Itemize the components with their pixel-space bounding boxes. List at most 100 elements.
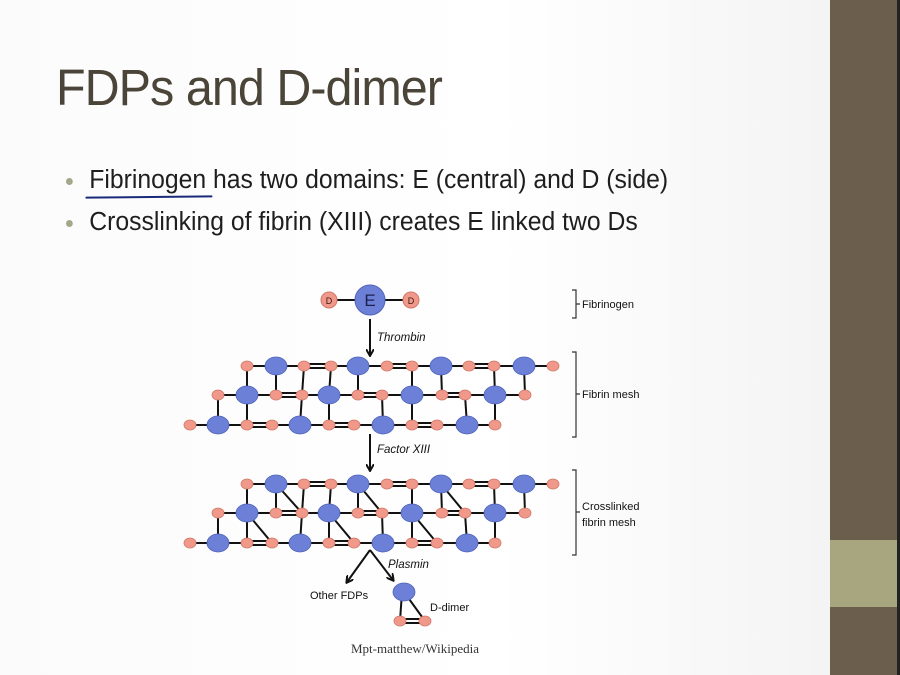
bullet-item: Crosslinking of fibrin (XIII) creates E … [66,208,668,250]
fibrinogen-bracket-label: Fibrinogen [582,299,634,311]
e-domain-node [400,503,424,523]
plasmin-label: Plasmin [388,559,429,571]
e-domain-node [429,356,453,376]
d-domain-node [265,419,279,431]
d-domain-node [347,537,361,549]
factor-xiii-label: Factor XIII [377,444,431,456]
d-domain-node [240,360,254,372]
d-domain-node [380,478,394,490]
d-domain-node [324,360,338,372]
crosslinked-bracket-label-2: fibrin mesh [582,517,636,529]
d-domain-node [351,507,365,519]
e-domain-node [392,582,416,602]
e-domain-node [512,356,536,376]
d-domain-node [458,389,472,401]
d-dimer-label: D-dimer [430,602,469,614]
fibrinogen-bracket [572,289,580,319]
e-domain-node [288,415,312,435]
bullet-text: Crosslinking of fibrin (XIII) creates E … [89,208,638,236]
d-domain-node [322,419,336,431]
e-domain-node [400,385,424,405]
d-domain-node [462,478,476,490]
d-domain-node [487,360,501,372]
e-domain-label: E [364,291,375,310]
d-domain-node [297,360,311,372]
fibrin-mesh-bracket [572,351,580,438]
d-domain-node [518,389,532,401]
d-domain-node [265,537,279,549]
e-domain-node [455,415,479,435]
e-domain-node [483,503,507,523]
e-domain-node [512,474,536,494]
d-domain-node [402,291,420,309]
d-domain-node [240,478,254,490]
d-domain-node [183,537,197,549]
d-domain-node [435,389,449,401]
bullet-item: Fibrinogen has two domains: E (central) … [66,166,668,208]
e-domain-node [235,503,259,523]
fibrin-diagram: E D D Thrombin Factor XIII Plasmin Other… [183,284,639,627]
d-domain-node [405,419,419,431]
e-domain-node [264,356,288,376]
d-domain-node [518,507,532,519]
e-domain-node [288,533,312,553]
d-domain-node [418,615,432,627]
thrombin-label: Thrombin [377,332,426,344]
d-domain-node [269,507,283,519]
d-domain-node [322,537,336,549]
e-domain-node [429,474,453,494]
d-domain-node [375,389,389,401]
window-edge [897,0,900,675]
d-domain-node [430,537,444,549]
d-domain-node [351,389,365,401]
e-domain-node [317,503,341,523]
plasmin-arrow-right [369,549,393,580]
d-domain-node [405,478,419,490]
bullet-dot [66,220,73,227]
d-domain-node [546,478,560,490]
d-domain-label: D [326,296,333,306]
d-domain-node [458,507,472,519]
d-domain-node [295,389,309,401]
e-domain-node [483,385,507,405]
bullet-dot [66,178,73,185]
crosslinked-bracket-label-1: Crosslinked [582,501,639,513]
e-domain-node [235,385,259,405]
d-domain-node [240,419,254,431]
d-domain-node [430,419,444,431]
slide [0,0,830,675]
d-domain-node [488,419,502,431]
plasmin-arrow-left [347,549,371,582]
e-domain-node [455,533,479,553]
e-domain-node [264,474,288,494]
d-domain-node [462,360,476,372]
other-fdps-label: Other FDPs [310,590,369,602]
e-domain-node [354,284,386,316]
d-domain-node [380,360,394,372]
d-domain-label: D [408,296,415,306]
d-domain-node [269,389,283,401]
e-domain-node [371,415,395,435]
d-domain-node [435,507,449,519]
d-domain-node [347,419,361,431]
d-domain-node [546,360,560,372]
d-domain-node [320,291,338,309]
d-domain-node [211,389,225,401]
d-domain-node [375,507,389,519]
crosslinked-bracket [572,469,580,556]
bullet-list: Fibrinogen has two domains: E (central) … [66,166,687,250]
slide-title: FDPs and D-dimer [56,59,443,116]
e-domain-node [346,474,370,494]
d-domain-node [487,478,501,490]
e-domain-node [317,385,341,405]
theme-sidebar-accent [830,540,897,607]
underlined-term: Fibrinogen [89,166,207,194]
d-domain-node [211,507,225,519]
e-domain-node [371,533,395,553]
d-domain-node [324,478,338,490]
d-domain-node [488,537,502,549]
d-domain-node [183,419,197,431]
e-domain-node [346,356,370,376]
d-domain-node [405,360,419,372]
e-domain-node [206,533,230,553]
